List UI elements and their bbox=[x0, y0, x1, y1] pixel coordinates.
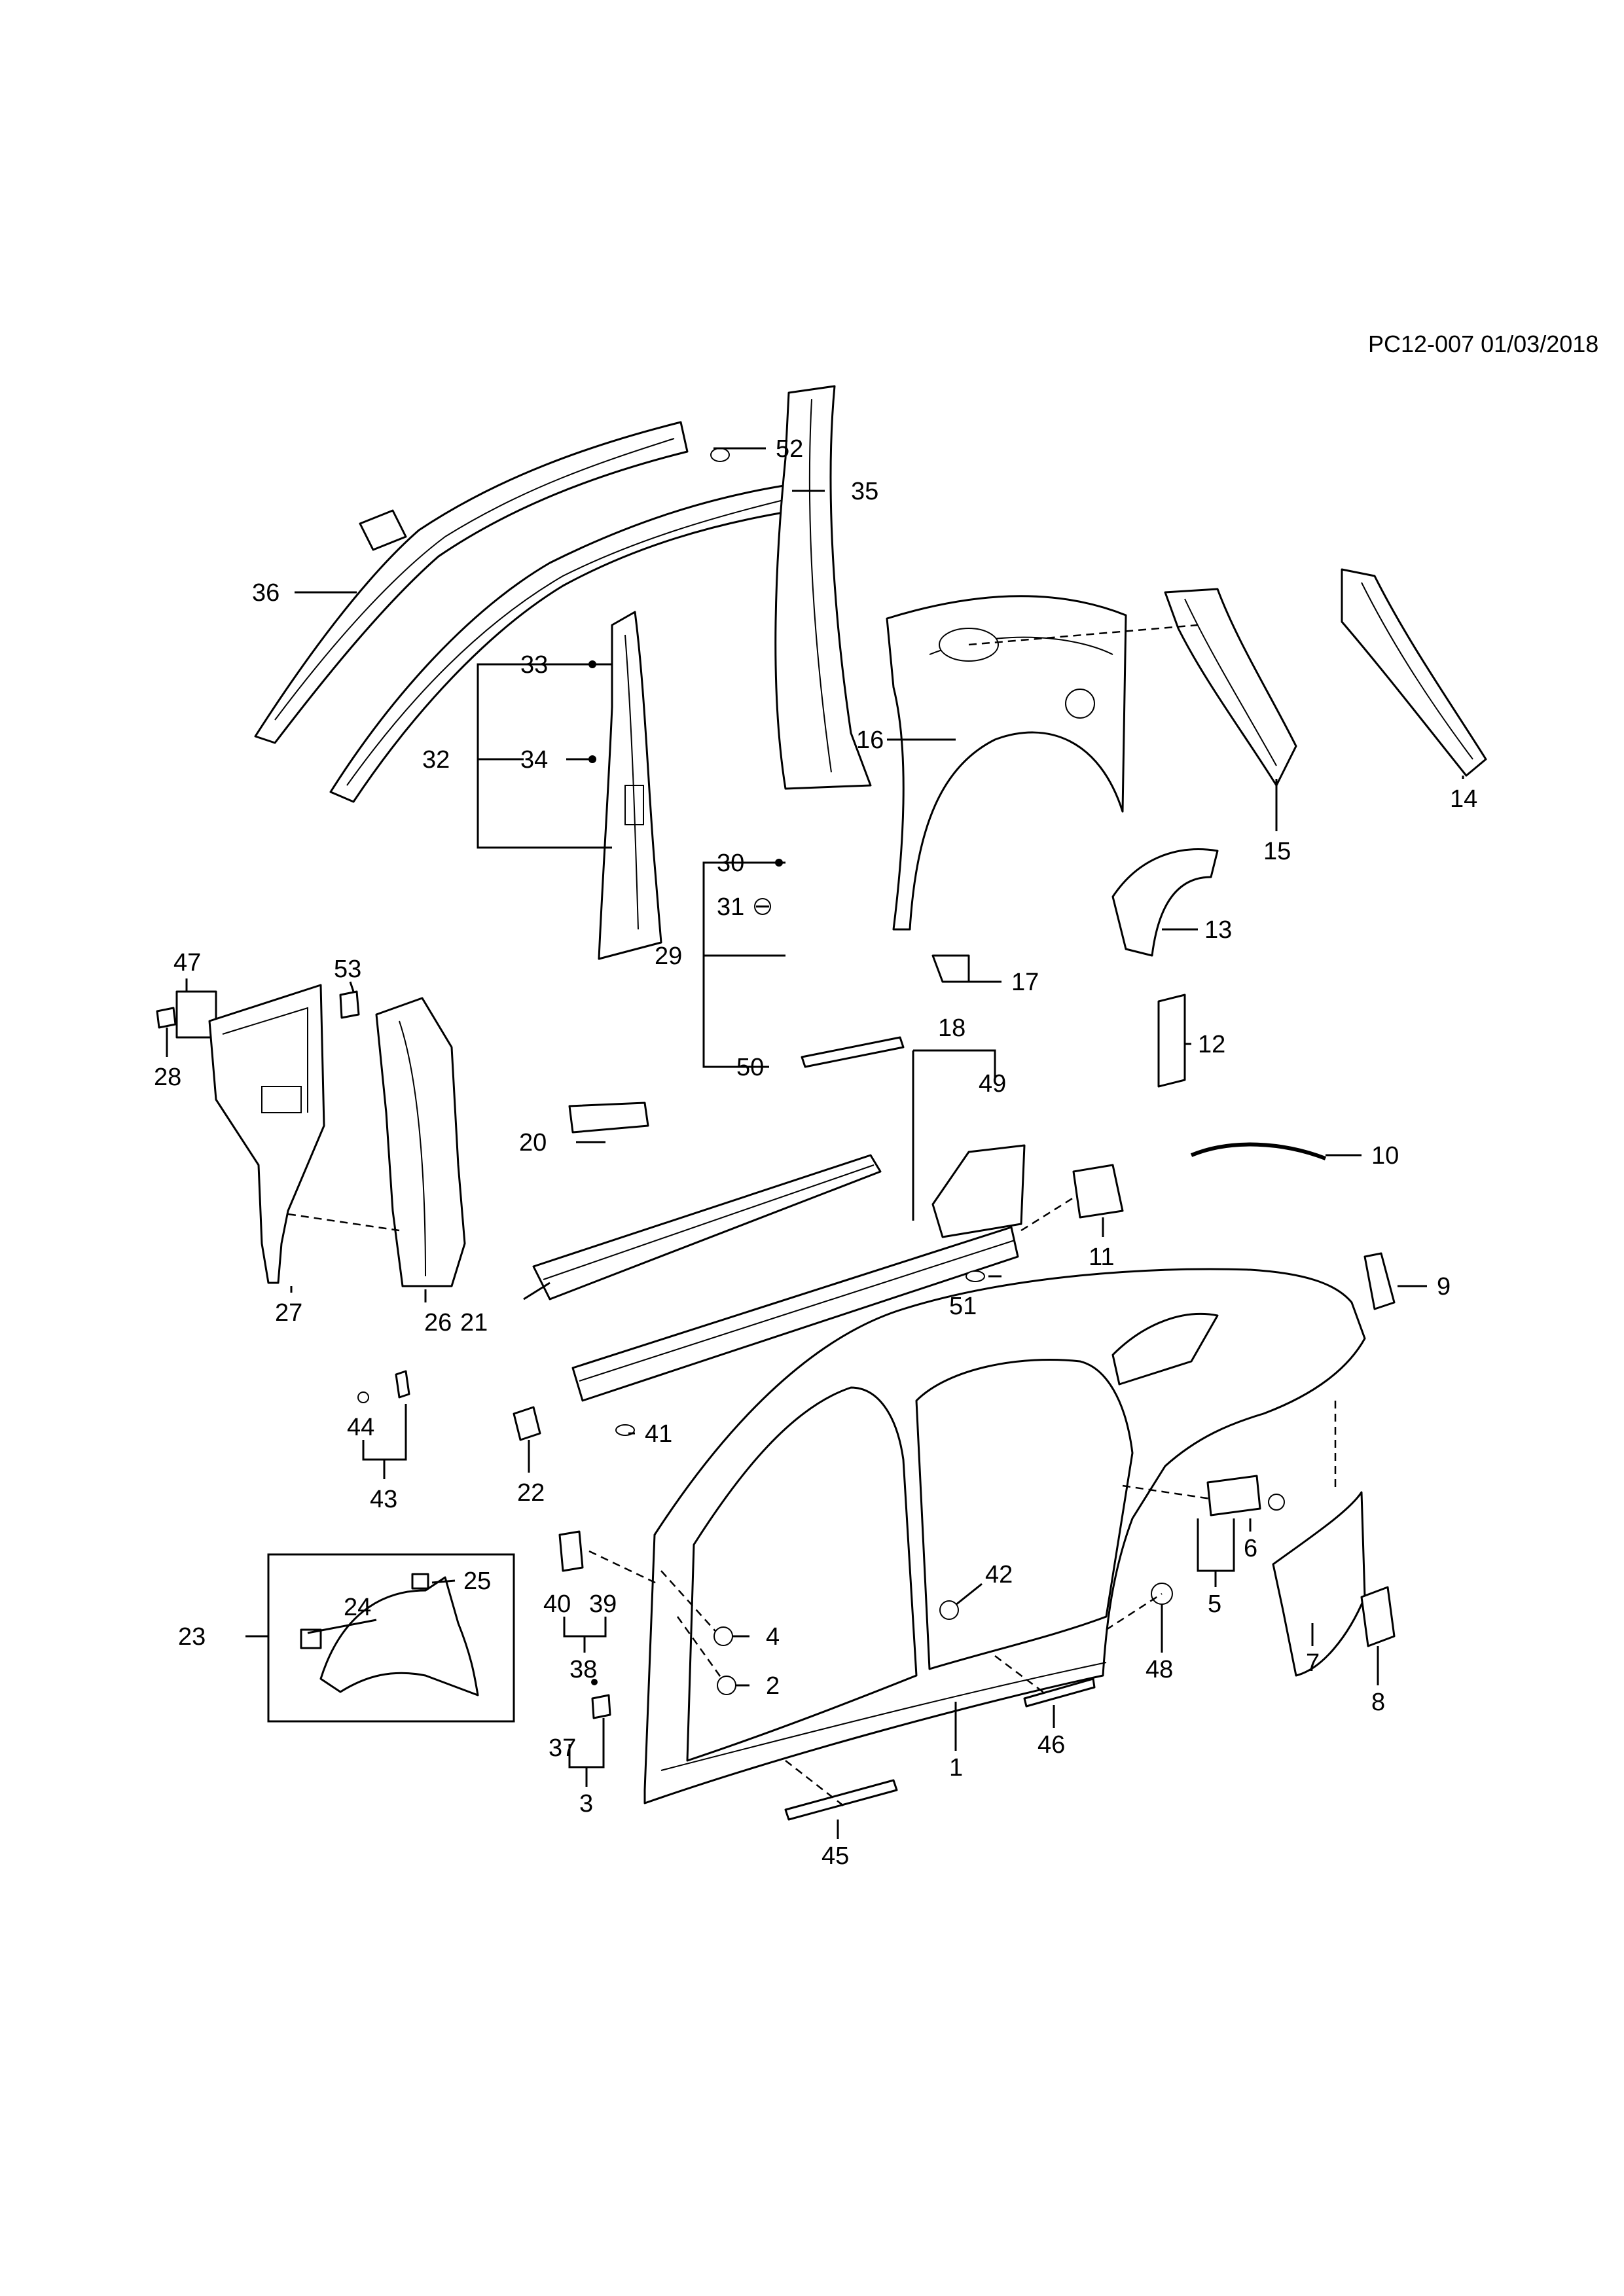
part-8-rear-block bbox=[1360, 1586, 1396, 1647]
callout-47: 47 bbox=[173, 949, 201, 977]
callout-2: 2 bbox=[766, 1672, 780, 1700]
callout-32: 32 bbox=[422, 746, 450, 774]
callout-51: 51 bbox=[949, 1293, 977, 1320]
callout-23: 23 bbox=[178, 1623, 206, 1651]
callout-28: 28 bbox=[154, 1064, 181, 1091]
part-20-label bbox=[568, 1102, 649, 1134]
callout-26: 26 bbox=[424, 1309, 452, 1336]
part-50-strip bbox=[801, 1036, 905, 1068]
leader-lines bbox=[166, 447, 1464, 1839]
callout-25: 25 bbox=[463, 1568, 491, 1595]
callout-30: 30 bbox=[717, 850, 744, 877]
markers bbox=[588, 660, 959, 1695]
callout-52: 52 bbox=[776, 435, 803, 463]
part-15-reinforcement bbox=[1164, 588, 1297, 787]
callout-22: 22 bbox=[517, 1479, 545, 1507]
callout-6: 6 bbox=[1244, 1535, 1257, 1562]
document-reference: PC12-007 01/03/2018 bbox=[1368, 331, 1599, 357]
callout-27: 27 bbox=[275, 1299, 302, 1327]
callout-8: 8 bbox=[1371, 1689, 1385, 1716]
part-46-sill-strip bbox=[1023, 1677, 1096, 1708]
part-14-rear-panel bbox=[1341, 568, 1487, 777]
callout-38: 38 bbox=[569, 1656, 597, 1683]
callout-33: 33 bbox=[520, 651, 548, 679]
callout-10: 10 bbox=[1371, 1142, 1399, 1170]
part-10-harness bbox=[1190, 1142, 1327, 1160]
callout-46: 46 bbox=[1038, 1731, 1065, 1759]
grouping-lines bbox=[362, 663, 1235, 1787]
callout-37: 37 bbox=[549, 1734, 576, 1762]
part-40-bracket bbox=[558, 1530, 584, 1572]
part-45-sill-strip bbox=[784, 1779, 898, 1821]
callout-7: 7 bbox=[1306, 1649, 1320, 1677]
callout-14: 14 bbox=[1450, 785, 1477, 813]
part-37-clip bbox=[591, 1694, 611, 1719]
callout-40: 40 bbox=[543, 1590, 571, 1618]
callout-12: 12 bbox=[1198, 1031, 1225, 1058]
part-13-bracket bbox=[1111, 848, 1219, 957]
callout-49: 49 bbox=[979, 1070, 1006, 1098]
callout-36: 36 bbox=[252, 579, 280, 607]
callout-45: 45 bbox=[821, 1842, 849, 1870]
callout-35: 35 bbox=[851, 478, 878, 505]
part-9-bracket bbox=[1363, 1252, 1396, 1310]
callout-48: 48 bbox=[1146, 1656, 1173, 1683]
part-26-hinge-pillar-outer bbox=[375, 997, 466, 1287]
part-27-hinge-pillar-inner bbox=[208, 984, 325, 1284]
callout-43: 43 bbox=[370, 1486, 397, 1513]
callout-3: 3 bbox=[579, 1790, 593, 1818]
callout-34: 34 bbox=[520, 746, 548, 774]
part-17-bracket bbox=[931, 954, 970, 983]
callout-15: 15 bbox=[1263, 838, 1291, 865]
callout-41: 41 bbox=[645, 1420, 672, 1448]
part-29-b-pillar bbox=[754, 385, 872, 915]
callout-24: 24 bbox=[344, 1594, 371, 1621]
assembly-lines bbox=[287, 624, 1337, 1807]
inset-23-frame bbox=[267, 1553, 515, 1723]
callout-labels: 36 52 35 33 32 34 30 31 29 50 16 17 15 1… bbox=[154, 435, 1477, 1870]
callout-31: 31 bbox=[717, 893, 744, 921]
part-7-rear-lower bbox=[1272, 1491, 1366, 1677]
callout-29: 29 bbox=[655, 942, 682, 970]
callout-39: 39 bbox=[589, 1590, 617, 1618]
callout-21: 21 bbox=[460, 1309, 488, 1336]
callout-9: 9 bbox=[1437, 1273, 1451, 1300]
callout-50: 50 bbox=[736, 1054, 764, 1081]
callout-18: 18 bbox=[938, 1014, 965, 1042]
part-21-rocker-inner bbox=[532, 1154, 882, 1300]
part-16-quarter-inner bbox=[886, 595, 1127, 931]
part-32-a-pillar bbox=[598, 611, 662, 960]
part-11-bracket bbox=[1072, 1164, 1124, 1219]
part-12-block bbox=[1157, 994, 1186, 1088]
callout-20: 20 bbox=[519, 1129, 547, 1157]
callout-53: 53 bbox=[334, 956, 361, 983]
callout-1: 1 bbox=[949, 1754, 963, 1782]
callout-11: 11 bbox=[1089, 1244, 1114, 1271]
part-23-assembly bbox=[300, 1573, 479, 1696]
callout-44: 44 bbox=[347, 1414, 374, 1441]
callout-13: 13 bbox=[1204, 916, 1232, 944]
part-5-module bbox=[1206, 1475, 1285, 1516]
part-18-rocker-reinforcement bbox=[571, 1226, 1019, 1402]
callout-17: 17 bbox=[1011, 969, 1039, 996]
callout-5: 5 bbox=[1208, 1590, 1221, 1618]
callout-42: 42 bbox=[985, 1561, 1013, 1588]
callout-4: 4 bbox=[766, 1623, 780, 1651]
callout-16: 16 bbox=[856, 726, 884, 754]
part-49-reinforcement bbox=[931, 1144, 1026, 1238]
part-1-body-side-outer bbox=[643, 1268, 1366, 1804]
part-36-roof-rail bbox=[254, 421, 689, 744]
